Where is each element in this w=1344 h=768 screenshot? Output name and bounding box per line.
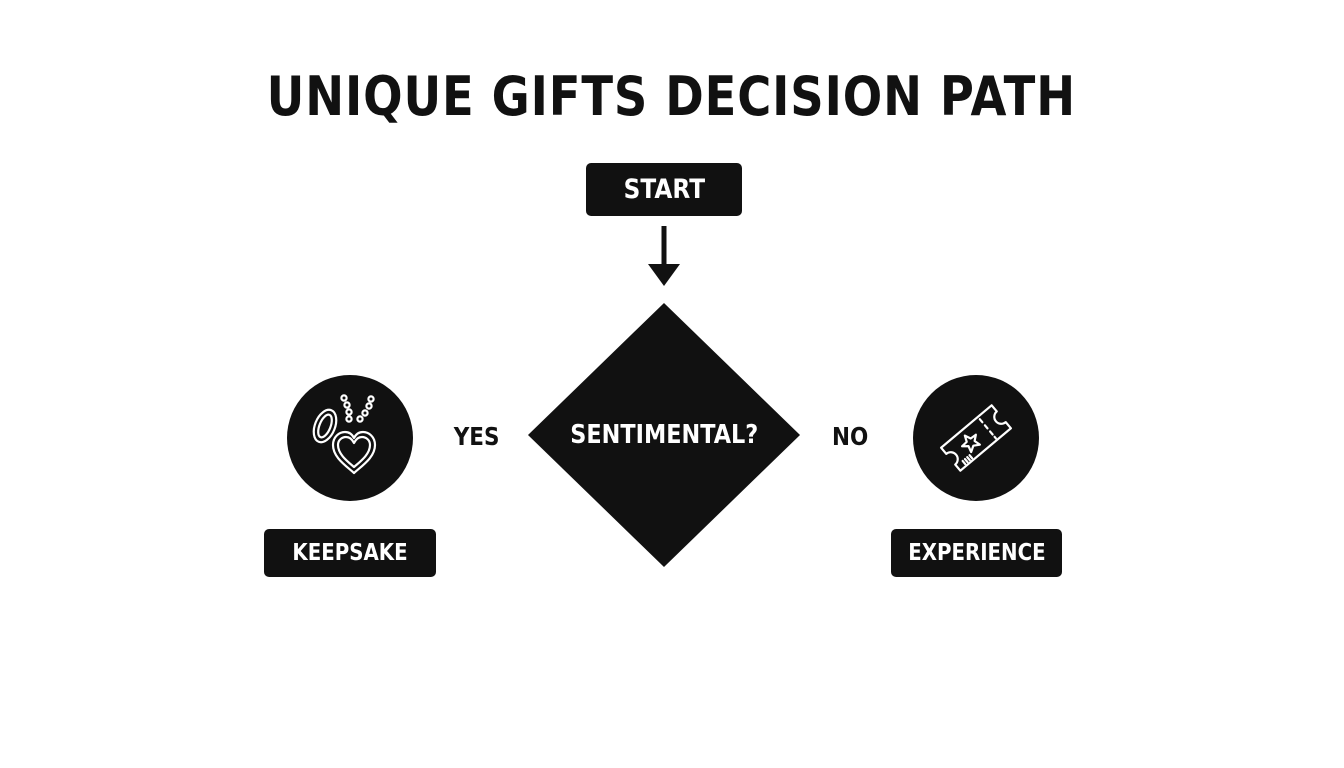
down-arrow [648,226,680,286]
experience-label: EXPERIENCE [907,540,1046,566]
experience-node: EXPERIENCE [891,529,1062,577]
keepsake-node: KEEPSAKE [264,529,436,577]
decision-diamond-shape [528,303,800,567]
keepsake-label: KEEPSAKE [292,540,408,566]
decision-label: SENTIMENTAL? [570,420,758,450]
ticket-star-icon [913,375,1039,501]
start-label: START [623,174,705,205]
diagram-title: UNIQUE GIFTS DECISION PATH [266,65,1076,128]
no-branch-label: NO [831,422,869,451]
decision-node: SENTIMENTAL? [528,303,800,567]
heart-locket-icon [287,375,413,501]
start-node: START [586,163,742,216]
yes-branch-label: YES [453,422,500,451]
